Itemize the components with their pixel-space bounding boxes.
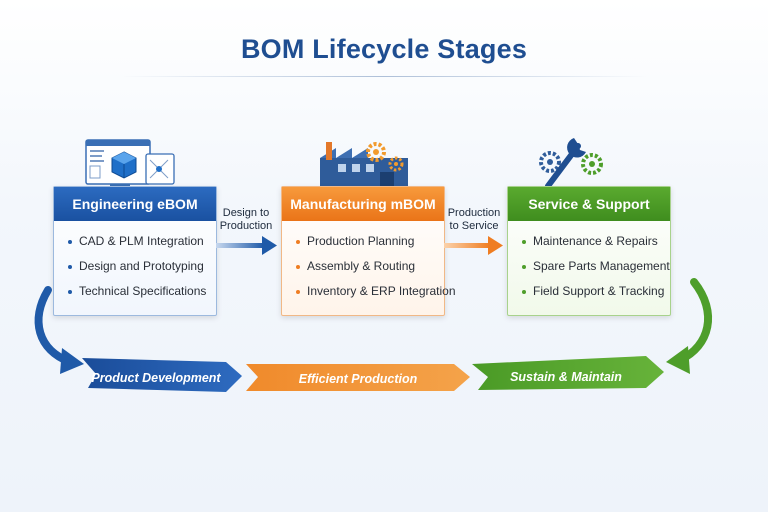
list-item: CAD & PLM Integration — [68, 229, 216, 254]
band-label: Efficient Production — [299, 372, 418, 386]
list-item-label: Field Support & Tracking — [533, 284, 665, 298]
connector-label-line: Production — [219, 220, 273, 232]
stage-manufacturing-mbom: Manufacturing mBOM Production Planning A… — [281, 186, 456, 316]
list-item-label: Inventory & ERP Integration — [307, 284, 456, 298]
list-item-label: Production Planning — [307, 234, 415, 248]
bullet — [522, 240, 526, 244]
factory-gears-icon — [320, 142, 408, 186]
stage-engineering-ebom: Engineering eBOM CAD & PLM Integration D… — [53, 186, 217, 316]
list-item: Assembly & Routing — [296, 254, 444, 279]
stage-header: Manufacturing mBOM — [282, 187, 444, 221]
list-item: Production Planning — [296, 229, 444, 254]
band-label: Product Development — [91, 371, 221, 385]
list-item-label: Maintenance & Repairs — [533, 234, 658, 248]
cad-monitor-icon — [85, 139, 175, 187]
bullet — [68, 290, 72, 294]
list-item-label: Spare Parts Management — [533, 259, 670, 273]
list-item: Technical Specifications — [68, 279, 216, 304]
connector-label-line: Design to — [222, 207, 270, 219]
bullet — [68, 240, 72, 244]
list-item: Inventory & ERP Integration — [296, 279, 456, 304]
list-item-label: Design and Prototyping — [79, 259, 204, 273]
connector-label-production-to-service: Production to Service — [439, 207, 509, 233]
arrow-production-to-service — [444, 236, 503, 255]
band-label: Sustain & Maintain — [510, 370, 622, 384]
list-item-label: Assembly & Routing — [307, 259, 416, 273]
arrow-design-to-production — [216, 236, 277, 255]
stage-header: Engineering eBOM — [54, 187, 216, 221]
band-product-development: Product Development — [82, 358, 242, 392]
connector-label-line: to Service — [449, 220, 499, 232]
bullet — [296, 290, 300, 294]
list-item-label: Technical Specifications — [79, 284, 207, 298]
stage-service-support: Service & Support Maintenance & Repairs … — [507, 186, 671, 316]
connector-label-line: Production — [447, 207, 501, 219]
wrench-gears-icon — [539, 138, 603, 189]
list-item: Design and Prototyping — [68, 254, 216, 279]
band-efficient-production: Efficient Production — [246, 364, 470, 391]
list-item: Maintenance & Repairs — [522, 229, 670, 254]
page-title: BOM Lifecycle Stages — [240, 34, 528, 64]
bullet — [296, 265, 300, 269]
curved-arrow-right — [666, 278, 712, 374]
stage-header: Service & Support — [508, 187, 670, 221]
curved-arrow-left — [34, 286, 84, 374]
band-sustain-maintain: Sustain & Maintain — [472, 356, 664, 390]
connector-label-design-to-production: Design to Production — [211, 207, 281, 233]
bullet — [522, 290, 526, 294]
bullet — [522, 265, 526, 269]
list-item: Spare Parts Management — [522, 254, 670, 279]
list-item-label: CAD & PLM Integration — [79, 234, 204, 248]
bullet — [296, 240, 300, 244]
bullet — [68, 265, 72, 269]
list-item: Field Support & Tracking — [522, 279, 670, 304]
title-divider — [120, 76, 648, 77]
